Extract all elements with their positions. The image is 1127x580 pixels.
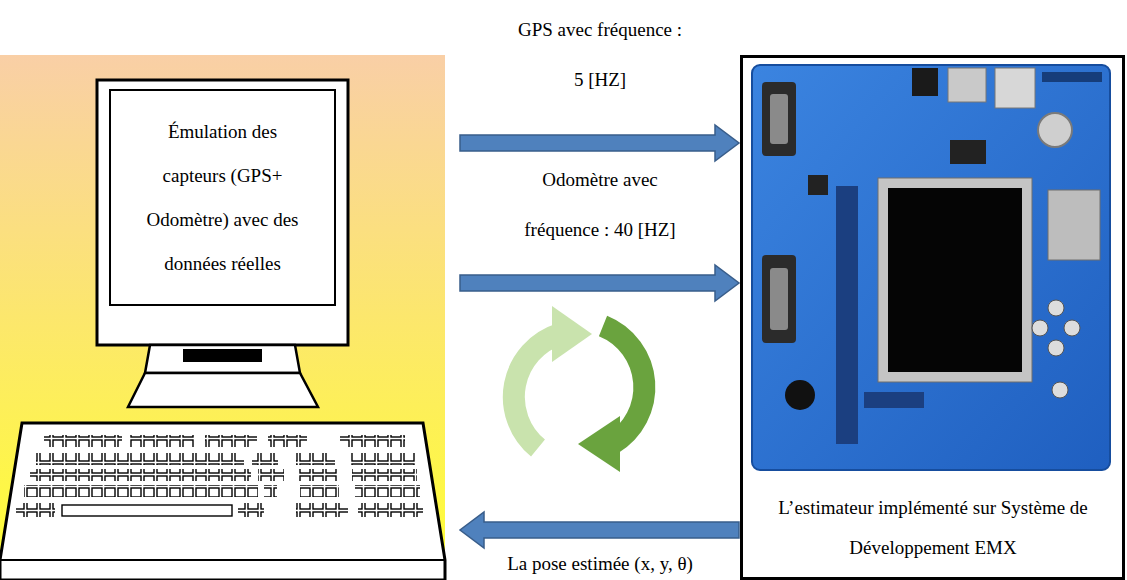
board-drawing-part bbox=[785, 380, 815, 410]
board-drawing-part bbox=[770, 268, 788, 330]
cycle-arrows bbox=[514, 306, 645, 472]
computer-drawing-part bbox=[268, 435, 307, 447]
computer-panel: Émulation des capteurs (GPS+ Odomètre) a… bbox=[0, 55, 445, 580]
computer-drawing-part bbox=[130, 435, 195, 447]
board-drawing-part bbox=[950, 140, 986, 164]
computer-drawing-part bbox=[145, 345, 300, 373]
block-arrow bbox=[460, 512, 739, 548]
board-box: L’estimateur implémenté sur Système de D… bbox=[740, 55, 1125, 580]
block-arrow bbox=[460, 265, 739, 301]
computer-drawing-part bbox=[0, 559, 445, 561]
computer-drawing-part bbox=[340, 435, 405, 447]
board-drawing-part bbox=[948, 68, 986, 102]
computer-drawing bbox=[0, 80, 445, 580]
computer-drawing-part bbox=[264, 485, 277, 497]
computer-drawing-part bbox=[128, 373, 318, 407]
board-drawing-part bbox=[878, 178, 1032, 382]
computer-drawing-part bbox=[97, 80, 348, 345]
board-drawing-part bbox=[995, 68, 1035, 108]
board-drawing-part bbox=[888, 188, 1022, 372]
board-drawing-part bbox=[1048, 340, 1064, 356]
board-drawing bbox=[752, 65, 1110, 470]
board-drawing-part bbox=[770, 94, 788, 144]
block-arrow bbox=[460, 125, 739, 161]
cycle-arrows-part bbox=[552, 306, 592, 362]
computer-drawing-part bbox=[44, 435, 122, 447]
node-text: L’estimateur implémenté sur Système de D… bbox=[748, 483, 1118, 573]
board-drawing-part bbox=[762, 82, 796, 156]
computer-drawing-part bbox=[16, 503, 55, 517]
computer-drawing-part bbox=[355, 485, 420, 497]
cycle-arrows-part bbox=[578, 416, 620, 472]
board-drawing-part bbox=[1052, 382, 1068, 398]
computer-drawing-part bbox=[358, 503, 423, 517]
board-drawing-part bbox=[808, 175, 828, 195]
computer-drawing-part bbox=[298, 469, 337, 481]
computer-drawing-part bbox=[238, 503, 264, 517]
computer-drawing-part bbox=[110, 90, 335, 305]
board-drawing-part bbox=[864, 392, 924, 408]
panel-ground bbox=[0, 55, 445, 580]
computer-drawing-part bbox=[296, 453, 335, 465]
board-drawing-part bbox=[912, 68, 938, 96]
arrow-label: GPS avec fréquence : 5 [HZ] bbox=[513, 5, 687, 105]
computer-drawing-part bbox=[205, 435, 257, 447]
arrow-label: La pose estimée (x, y, θ) bbox=[440, 551, 760, 576]
computer-drawing-part bbox=[36, 453, 244, 465]
arrow-label: Odomètre avec fréquence : 40 [HZ] bbox=[518, 155, 682, 255]
computer-drawing-part bbox=[252, 453, 278, 465]
computer-drawing-part bbox=[296, 503, 348, 517]
board-drawing-part bbox=[1048, 190, 1100, 260]
board-drawing-part bbox=[1048, 300, 1064, 316]
board-drawing-part bbox=[1032, 320, 1048, 336]
node-text: Émulation des capteurs (GPS+ Odomètre) a… bbox=[125, 100, 320, 295]
computer-drawing-part bbox=[350, 453, 415, 465]
board-drawing-part bbox=[1042, 72, 1102, 82]
computer-drawing-part bbox=[300, 485, 339, 497]
board-drawing-part bbox=[836, 186, 858, 444]
board-drawing-part bbox=[762, 255, 796, 343]
board-drawing-part bbox=[1038, 113, 1072, 147]
computer-drawing-part bbox=[62, 505, 232, 516]
computer-drawing-part bbox=[24, 485, 258, 497]
computer-drawing-part bbox=[258, 469, 284, 481]
board-drawing-part bbox=[752, 65, 1110, 470]
computer-drawing-part bbox=[183, 349, 262, 362]
computer-drawing-part bbox=[30, 469, 251, 481]
computer-drawing-part bbox=[352, 469, 417, 481]
computer-drawing-part bbox=[0, 423, 445, 580]
board-drawing-part bbox=[1064, 320, 1080, 336]
